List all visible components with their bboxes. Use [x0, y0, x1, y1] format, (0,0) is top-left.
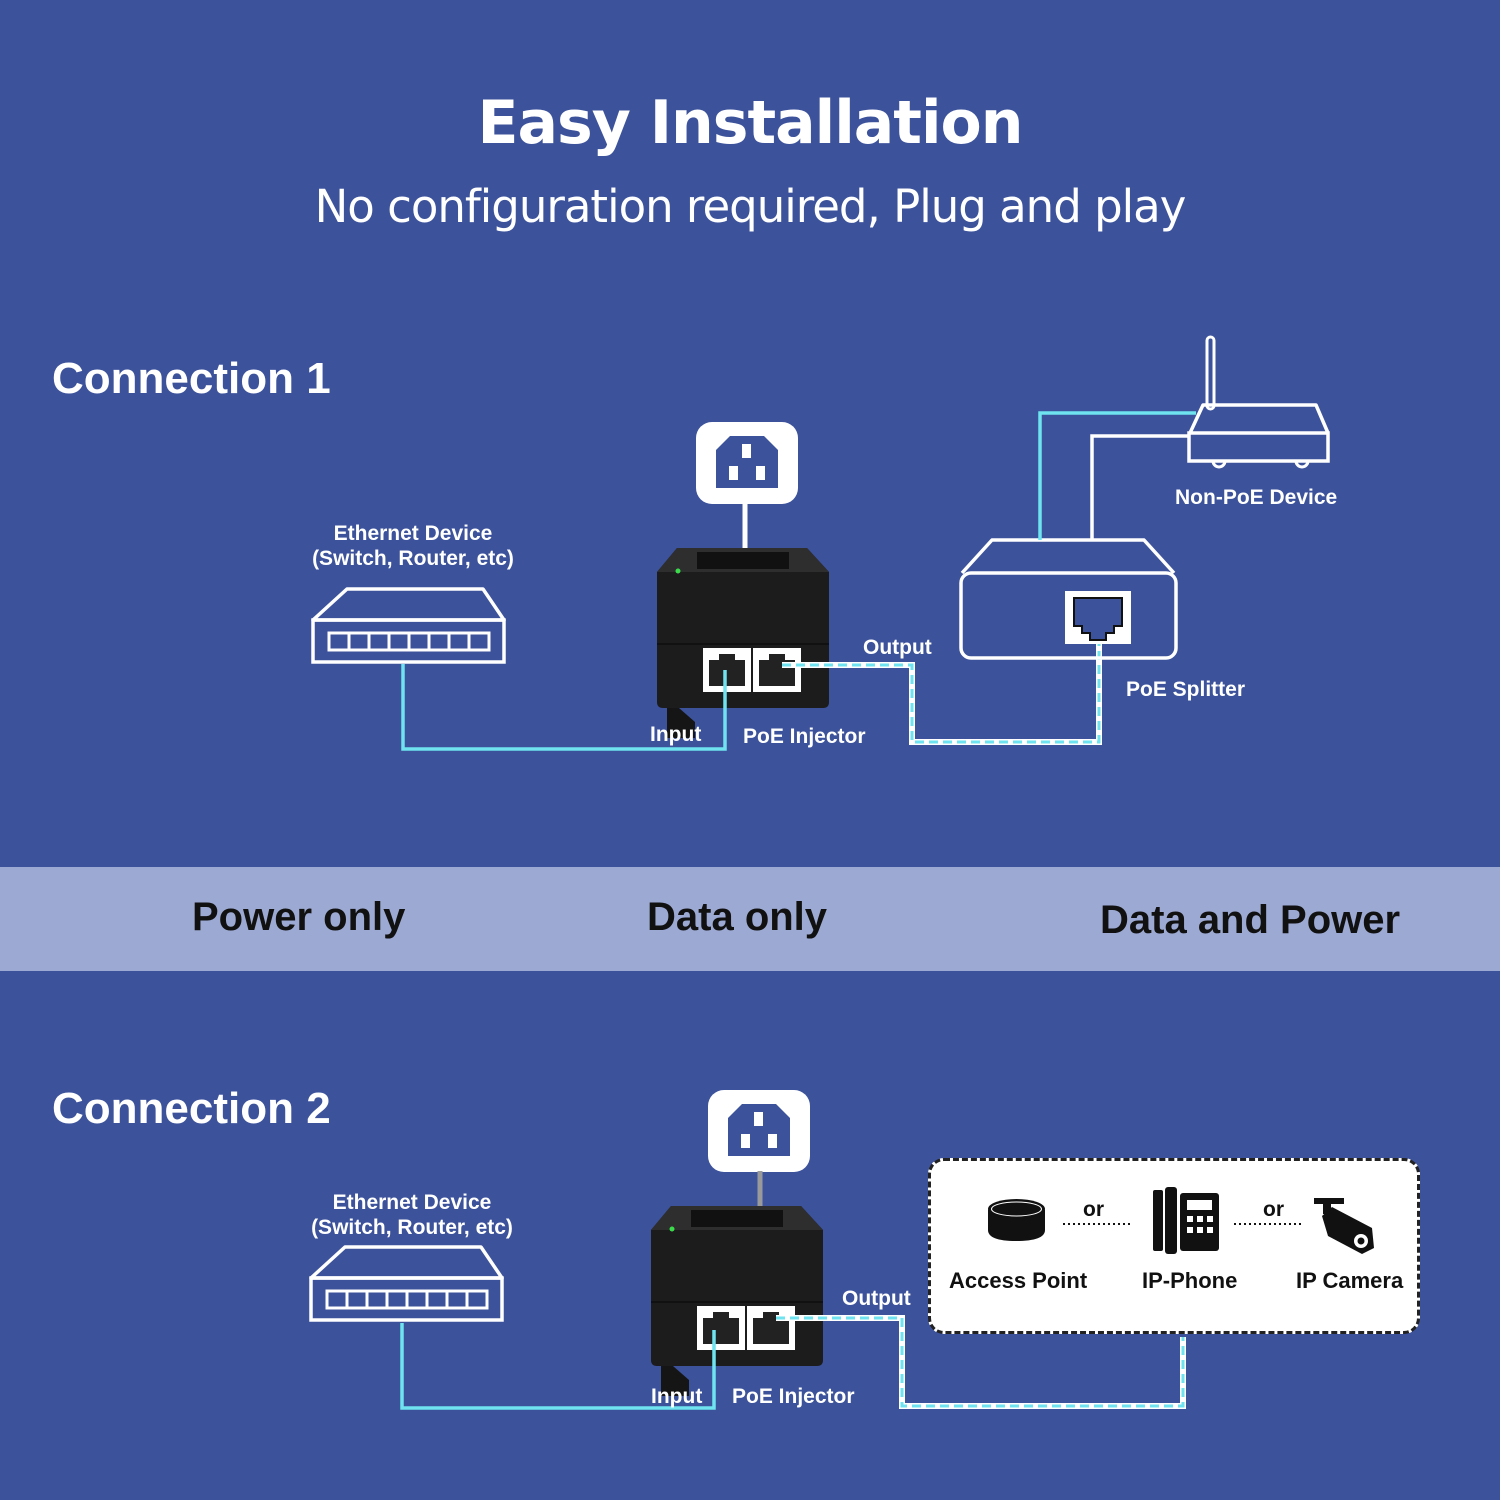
access-point-label: Access Point — [949, 1268, 1088, 1293]
conn2-ethernet-device-label: Ethernet Device — [332, 1191, 492, 1214]
legend-power-only-label: Power only — [192, 895, 406, 939]
conn1-switch-icon — [311, 587, 506, 664]
poe-devices-box — [928, 1158, 1420, 1334]
or-label-1: or — [1083, 1198, 1104, 1221]
ip-phone-label: IP-Phone — [1142, 1268, 1238, 1293]
conn1-poe-cable — [782, 640, 1101, 744]
legend-band — [0, 867, 1500, 971]
conn1-splitter-label: PoE Splitter — [1126, 678, 1246, 701]
or-label-2: or — [1263, 1198, 1284, 1221]
conn2-data-cable — [400, 1323, 716, 1410]
conn2-poe-cable — [776, 1316, 1185, 1408]
ip-camera-label: IP Camera — [1296, 1268, 1404, 1293]
conn2-ethernet-device-sublabel: (Switch, Router, etc) — [311, 1216, 513, 1239]
conn2-injector-label: PoE Injector — [732, 1385, 855, 1408]
conn2-power-plug-icon — [708, 1090, 810, 1172]
legend-data-only-label: Data only — [647, 895, 828, 939]
router-antenna-icon — [1187, 335, 1330, 469]
conn2-poe-injector-icon — [650, 1205, 824, 1397]
conn2-output-label: Output — [842, 1287, 911, 1310]
conn1-data-cable — [401, 664, 727, 751]
conn1-power-plug-icon — [696, 422, 798, 504]
conn1-poe-injector-icon — [656, 547, 830, 739]
page-title: Easy Installation — [477, 88, 1024, 158]
conn1-output-label: Output — [863, 636, 932, 659]
page-subtitle: No configuration required, Plug and play — [314, 180, 1187, 233]
conn1-ethernet-device-label: Ethernet Device — [333, 522, 493, 545]
conn2-switch-icon — [309, 1245, 504, 1322]
conn1-splitter-power-cable — [1090, 434, 1190, 540]
connection-2-title: Connection 2 — [52, 1084, 331, 1133]
conn1-splitter-data-cable — [1038, 411, 1196, 540]
conn1-non-poe-device-label: Non-PoE Device — [1175, 486, 1338, 509]
conn2-input-label: Input — [651, 1385, 703, 1408]
conn1-input-label: Input — [650, 723, 702, 746]
connection-1-title: Connection 1 — [52, 354, 331, 403]
conn1-ethernet-device-sublabel: (Switch, Router, etc) — [312, 547, 514, 570]
conn1-injector-label: PoE Injector — [743, 725, 866, 748]
legend-data-power-label: Data and Power — [1100, 898, 1401, 942]
poe-splitter-icon — [959, 538, 1178, 660]
